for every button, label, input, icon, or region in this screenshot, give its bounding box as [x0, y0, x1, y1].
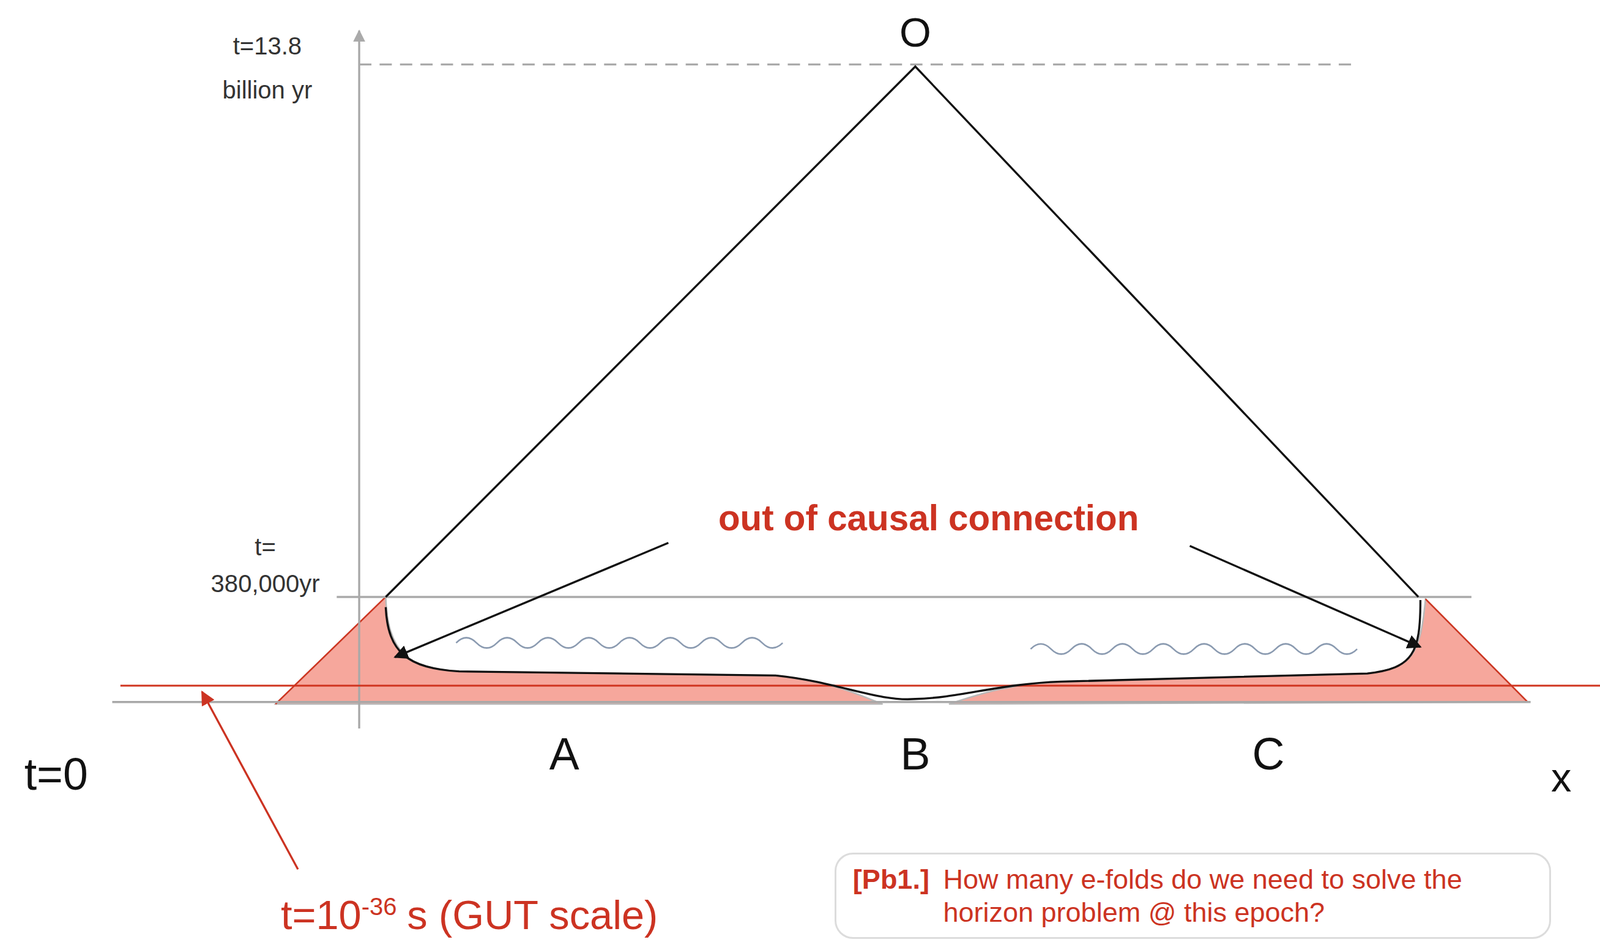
gut-time-text: t=10	[280, 893, 362, 937]
origin-label: t=0	[24, 751, 89, 800]
region-edge	[275, 597, 386, 705]
point-label: C	[1251, 731, 1285, 779]
gut-line	[120, 685, 1600, 688]
point-label: B	[900, 731, 931, 779]
time-label: billion yr	[222, 77, 313, 103]
today-line	[359, 63, 1358, 66]
causal-region	[275, 597, 883, 705]
wave	[1030, 644, 1358, 655]
leader-arrow	[201, 692, 298, 870]
time-label: t=	[254, 534, 276, 560]
gut-time-label: t=10-36 s (GUT scale)	[280, 893, 658, 937]
callout-label: out of causal connection	[718, 499, 1139, 538]
wave	[455, 638, 783, 649]
light-cone	[385, 66, 1419, 598]
point-label: O	[899, 11, 932, 54]
leader-arrow	[394, 543, 669, 658]
problem-box: [Pb1.] How many e-folds do we need to sol…	[834, 852, 1552, 940]
time-label: 380,000yr	[211, 570, 320, 597]
causal-curve	[385, 600, 1421, 700]
problem-text: How many e-folds do we need to solve the…	[942, 863, 1533, 930]
problem-number: [Pb1.]	[852, 863, 930, 897]
gut-time-text: s (GUT scale)	[406, 893, 658, 937]
x-axis	[111, 701, 1531, 704]
time-axis	[357, 30, 360, 729]
causal-region	[948, 599, 1528, 705]
leader-arrow	[1190, 546, 1421, 648]
point-label: A	[549, 731, 580, 779]
axis-label: x	[1551, 756, 1572, 800]
time-label: t=13.8	[233, 33, 302, 59]
exponent-text: -36	[361, 893, 398, 920]
recombination-line	[336, 595, 1472, 598]
